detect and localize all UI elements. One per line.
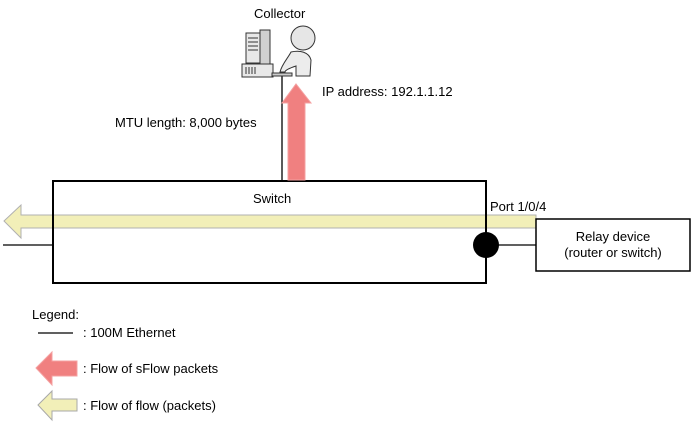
relay-device-label: Relay device (router or switch) [536,229,690,261]
legend-item-sflow: : Flow of sFlow packets [83,361,219,376]
relay-device-line2: (router or switch) [564,245,662,260]
collector-title: Collector [254,6,306,21]
relay-device-box[interactable] [535,218,691,272]
sflow-arrow-icon [281,83,313,181]
legend-item-flow: : Flow of flow (packets) [83,398,216,413]
relay-device-line1: Relay device [575,229,651,244]
switch-label: Switch [253,191,292,206]
mtu-length-label: MTU length: 8,000 bytes [115,115,257,130]
ip-address-label: IP address: 192.1.1.12 [322,84,453,99]
legend-item-ethernet: : 100M Ethernet [83,325,176,340]
legend-title: Legend: [32,307,79,322]
port-label: Port 1/0/4 [490,199,547,214]
user-icon [279,25,316,77]
switch-box[interactable] [52,180,487,284]
computer-icon [241,29,293,78]
